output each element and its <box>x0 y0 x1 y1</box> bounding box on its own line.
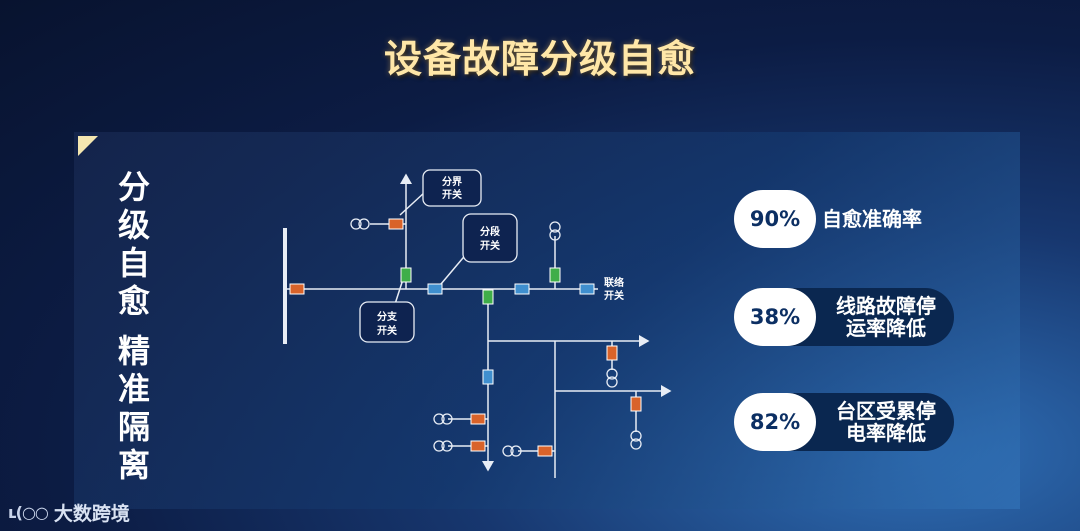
stat-label-line1: 台区受累停 <box>836 399 936 423</box>
stat-label-line2: 运率降低 <box>846 316 926 340</box>
section-callout-line1: 分段 <box>480 225 500 238</box>
tap-switch-636 <box>630 396 642 412</box>
transformer-icon <box>630 430 642 450</box>
down-branch-switch <box>482 289 494 305</box>
transformer-icon <box>433 440 453 452</box>
down-section-switch <box>482 369 494 385</box>
section-callout-line2: 开关 <box>480 239 500 252</box>
tap-switch-451 <box>537 445 553 457</box>
stat-value: 90% <box>734 190 816 248</box>
section-switch <box>427 283 443 295</box>
stat-accuracy: 90% 自愈准确率 <box>734 190 954 248</box>
stat-label-line1: 线路故障停 <box>836 294 936 318</box>
transformer-icon <box>606 368 618 388</box>
transformer-icon <box>350 218 370 230</box>
boundary-callout-line2: 开关 <box>442 188 462 201</box>
side-char: 隔 <box>117 408 150 446</box>
stat-label: 自愈准确率 <box>822 190 950 248</box>
side-char: 准 <box>117 370 150 408</box>
transformer-icon <box>549 221 561 241</box>
side-char: 自 <box>117 244 150 282</box>
side-title: 分 级 自 愈 精 准 隔 离 <box>112 168 156 484</box>
boundary-callout-line1: 分界 <box>442 175 462 188</box>
boundary-callout-pointer <box>399 191 426 216</box>
branch-callout-box <box>359 301 415 343</box>
tie-label-line2: 开关 <box>604 289 624 302</box>
brand-name: 大数跨境 <box>53 502 130 525</box>
stat-label: 线路故障停 运率降低 <box>822 288 950 346</box>
side-char: 级 <box>117 206 150 244</box>
boundary-switch <box>388 218 404 230</box>
boundary-callout-box <box>422 169 482 207</box>
section-callout-box <box>462 213 518 263</box>
side-char: 精 <box>117 332 150 370</box>
transformer-icon <box>502 445 522 457</box>
transformer-icon <box>433 413 453 425</box>
side-char: 分 <box>117 168 150 206</box>
stat-value: 82% <box>734 393 816 451</box>
tap-switch-612 <box>606 345 618 361</box>
stat-label: 台区受累停 电率降低 <box>822 393 950 451</box>
tie-label-line1: 联络 <box>604 276 624 289</box>
stat-label-line1: 自愈准确率 <box>822 207 922 231</box>
page-title: 设备故障分级自愈 <box>383 37 696 81</box>
stat-area-outage: 82% 台区受累停 电率降低 <box>734 393 954 451</box>
stat-value: 38% <box>734 288 816 346</box>
tap-switch <box>549 267 561 283</box>
stat-label-line2: 电率降低 <box>846 421 926 445</box>
branch-callout-line1: 分支 <box>377 310 398 323</box>
branch-callout-line2: 开关 <box>377 324 397 337</box>
feeder-breaker-switch <box>289 283 305 295</box>
brand-logo-icon: ʟ(○○ <box>8 502 49 522</box>
tap-switch-419 <box>470 413 486 425</box>
stat-line-outage: 38% 线路故障停 运率降低 <box>734 288 954 346</box>
side-char: 愈 <box>117 282 150 320</box>
side-char: 离 <box>117 446 150 484</box>
branch-switch <box>400 267 412 283</box>
brand-watermark: ʟ(○○ 大数跨境 <box>8 497 130 527</box>
section-switch-2 <box>514 283 530 295</box>
corner-marker <box>78 136 98 156</box>
tie-switch <box>579 283 595 295</box>
tap-switch-446 <box>470 440 486 452</box>
